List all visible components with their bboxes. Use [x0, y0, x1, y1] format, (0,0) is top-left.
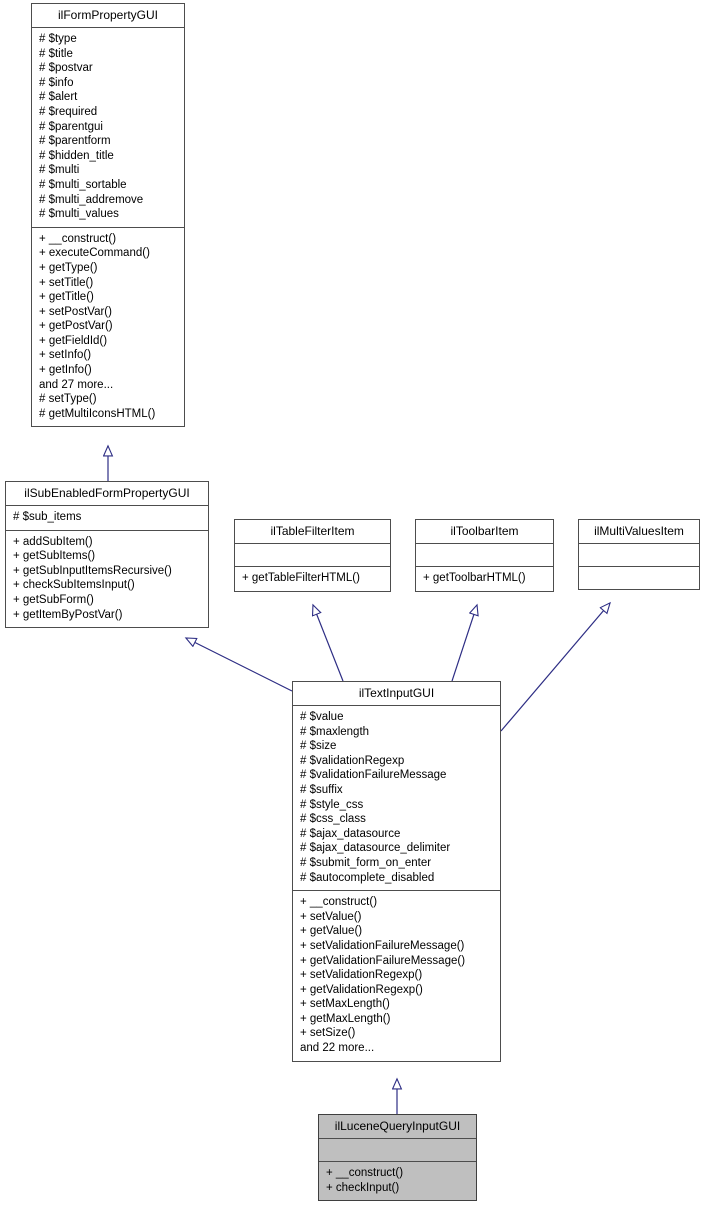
method: # getMultiIconsHTML() — [39, 407, 156, 420]
method: + getSubForm() — [13, 593, 94, 606]
method: + getValidationRegexp() — [300, 983, 423, 996]
class-box-ilsubenabledformpropertygui[interactable]: ilSubEnabledFormPropertyGUI # $sub_items… — [5, 481, 209, 629]
method: + getFieldId() — [39, 334, 108, 347]
class-attributes-iltoolbaritem — [416, 544, 553, 567]
method: + __construct() — [326, 1167, 404, 1179]
method: + getValidationFailureMessage() — [300, 954, 466, 967]
class-box-iltoolbaritem[interactable]: ilToolbarItem + getToolbarHTML() — [415, 519, 554, 592]
attribute: # $size — [300, 740, 337, 753]
class-box-iltablefilteritem[interactable]: ilTableFilterItem + getTableFilterHTML() — [234, 519, 391, 592]
attribute: # $alert — [39, 91, 78, 104]
method: + checkInput() — [326, 1181, 400, 1194]
class-methods-ilsubenabledformpropertygui: + addSubItem() + getSubItems() + getSubI… — [6, 530, 208, 628]
attribute: # $ajax_datasource_delimiter — [300, 842, 451, 855]
class-box-ilformpropertygui[interactable]: ilFormPropertyGUI # $type # $title # $po… — [31, 3, 185, 428]
class-attributes-iltextinputgui: # $value # $maxlength # $size # $validat… — [293, 706, 500, 892]
method: + getTableFilterHTML() — [242, 572, 360, 584]
class-title-iltablefilteritem: ilTableFilterItem — [235, 520, 390, 544]
method: + __construct() — [300, 896, 378, 909]
attribute: # $sub_items — [13, 511, 82, 523]
class-methods-ilformpropertygui: + __construct() + executeCommand() + get… — [32, 227, 184, 427]
method: + getSubItems() — [13, 550, 96, 563]
method: + setValue() — [300, 910, 362, 923]
method: + getInfo() — [39, 364, 92, 377]
edge-iltextinputgui-to-ilsubenabledformpropertygui — [186, 638, 293, 692]
attribute: # $maxlength — [300, 725, 370, 738]
class-methods-iltablefilteritem: + getTableFilterHTML() — [235, 567, 390, 591]
class-box-iltextinputgui[interactable]: ilTextInputGUI # $value # $maxlength # $… — [292, 681, 501, 1062]
attribute: # $multi — [39, 164, 80, 177]
class-title-iltoolbaritem: ilToolbarItem — [416, 520, 553, 544]
attribute: # $required — [39, 105, 98, 118]
method: + __construct() — [39, 232, 117, 245]
class-box-ilmultivaluesitem[interactable]: ilMultiValuesItem — [578, 519, 700, 590]
class-attributes-ilsubenabledformpropertygui: # $sub_items — [6, 506, 208, 531]
attribute: # $autocomplete_disabled — [300, 871, 435, 884]
attribute: # $parentgui — [39, 120, 103, 133]
attribute: # $multi_sortable — [39, 178, 127, 191]
attribute: # $validationRegexp — [300, 754, 405, 767]
method: + setPostVar() — [39, 305, 112, 318]
attribute: # $style_css — [300, 798, 364, 811]
edge-iltextinputgui-to-ilmultivaluesitem — [500, 603, 610, 732]
attribute: # $postvar — [39, 62, 93, 75]
attribute: # $multi_addremove — [39, 193, 144, 206]
attribute: # $title — [39, 47, 73, 60]
method: + getValue() — [300, 925, 363, 938]
class-title-illucenequeryinputgui: ilLuceneQueryInputGUI — [319, 1115, 476, 1139]
class-title-ilmultivaluesitem: ilMultiValuesItem — [579, 520, 699, 544]
class-methods-ilmultivaluesitem — [579, 567, 699, 589]
class-attributes-ilformpropertygui: # $type # $title # $postvar # $info # $a… — [32, 28, 184, 228]
class-attributes-iltablefilteritem — [235, 544, 390, 567]
attribute: # $submit_form_on_enter — [300, 856, 432, 869]
class-methods-iltextinputgui: + __construct() + setValue() + getValue(… — [293, 891, 500, 1061]
method: + getItemByPostVar() — [13, 608, 123, 621]
method: + getMaxLength() — [300, 1012, 391, 1025]
method: + setSize() — [300, 1027, 356, 1040]
class-attributes-ilmultivaluesitem — [579, 544, 699, 567]
method: + getTitle() — [39, 291, 94, 304]
attribute: # $hidden_title — [39, 149, 114, 162]
method: + setValidationRegexp() — [300, 969, 423, 982]
edge-iltextinputgui-to-iltablefilteritem — [313, 605, 344, 682]
method: + addSubItem() — [13, 535, 93, 548]
attribute: # $parentform — [39, 135, 111, 148]
attribute: # $info — [39, 76, 74, 89]
method: + getToolbarHTML() — [423, 572, 526, 584]
method: + setValidationFailureMessage() — [300, 939, 465, 952]
edge-iltextinputgui-to-iltoolbaritem — [451, 605, 477, 682]
method: + getPostVar() — [39, 320, 113, 333]
method: + getType() — [39, 261, 98, 274]
method: + executeCommand() — [39, 247, 150, 260]
method: + checkSubItemsInput() — [13, 579, 135, 592]
attribute: # $value — [300, 711, 344, 723]
method: + setTitle() — [39, 276, 94, 289]
attribute: # $suffix — [300, 783, 343, 796]
more-members-note: and 22 more... — [300, 1042, 375, 1055]
class-box-illucenequeryinputgui[interactable]: ilLuceneQueryInputGUI + __construct() + … — [318, 1114, 477, 1202]
more-members-note: and 27 more... — [39, 378, 114, 391]
class-title-ilsubenabledformpropertygui: ilSubEnabledFormPropertyGUI — [6, 482, 208, 506]
method: + getSubInputItemsRecursive() — [13, 564, 172, 577]
attribute: # $css_class — [300, 813, 366, 826]
attribute: # $ajax_datasource — [300, 827, 401, 840]
attribute: # $validationFailureMessage — [300, 769, 447, 782]
class-attributes-illucenequeryinputgui — [319, 1139, 476, 1162]
attribute: # $type — [39, 33, 77, 45]
attribute: # $multi_values — [39, 208, 119, 221]
class-methods-iltoolbaritem: + getToolbarHTML() — [416, 567, 553, 591]
class-title-ilformpropertygui: ilFormPropertyGUI — [32, 4, 184, 28]
class-methods-illucenequeryinputgui: + __construct() + checkInput() — [319, 1162, 476, 1201]
method: + setInfo() — [39, 349, 92, 362]
method: + setMaxLength() — [300, 998, 390, 1011]
class-title-iltextinputgui: ilTextInputGUI — [293, 682, 500, 706]
method: # setType() — [39, 393, 97, 406]
